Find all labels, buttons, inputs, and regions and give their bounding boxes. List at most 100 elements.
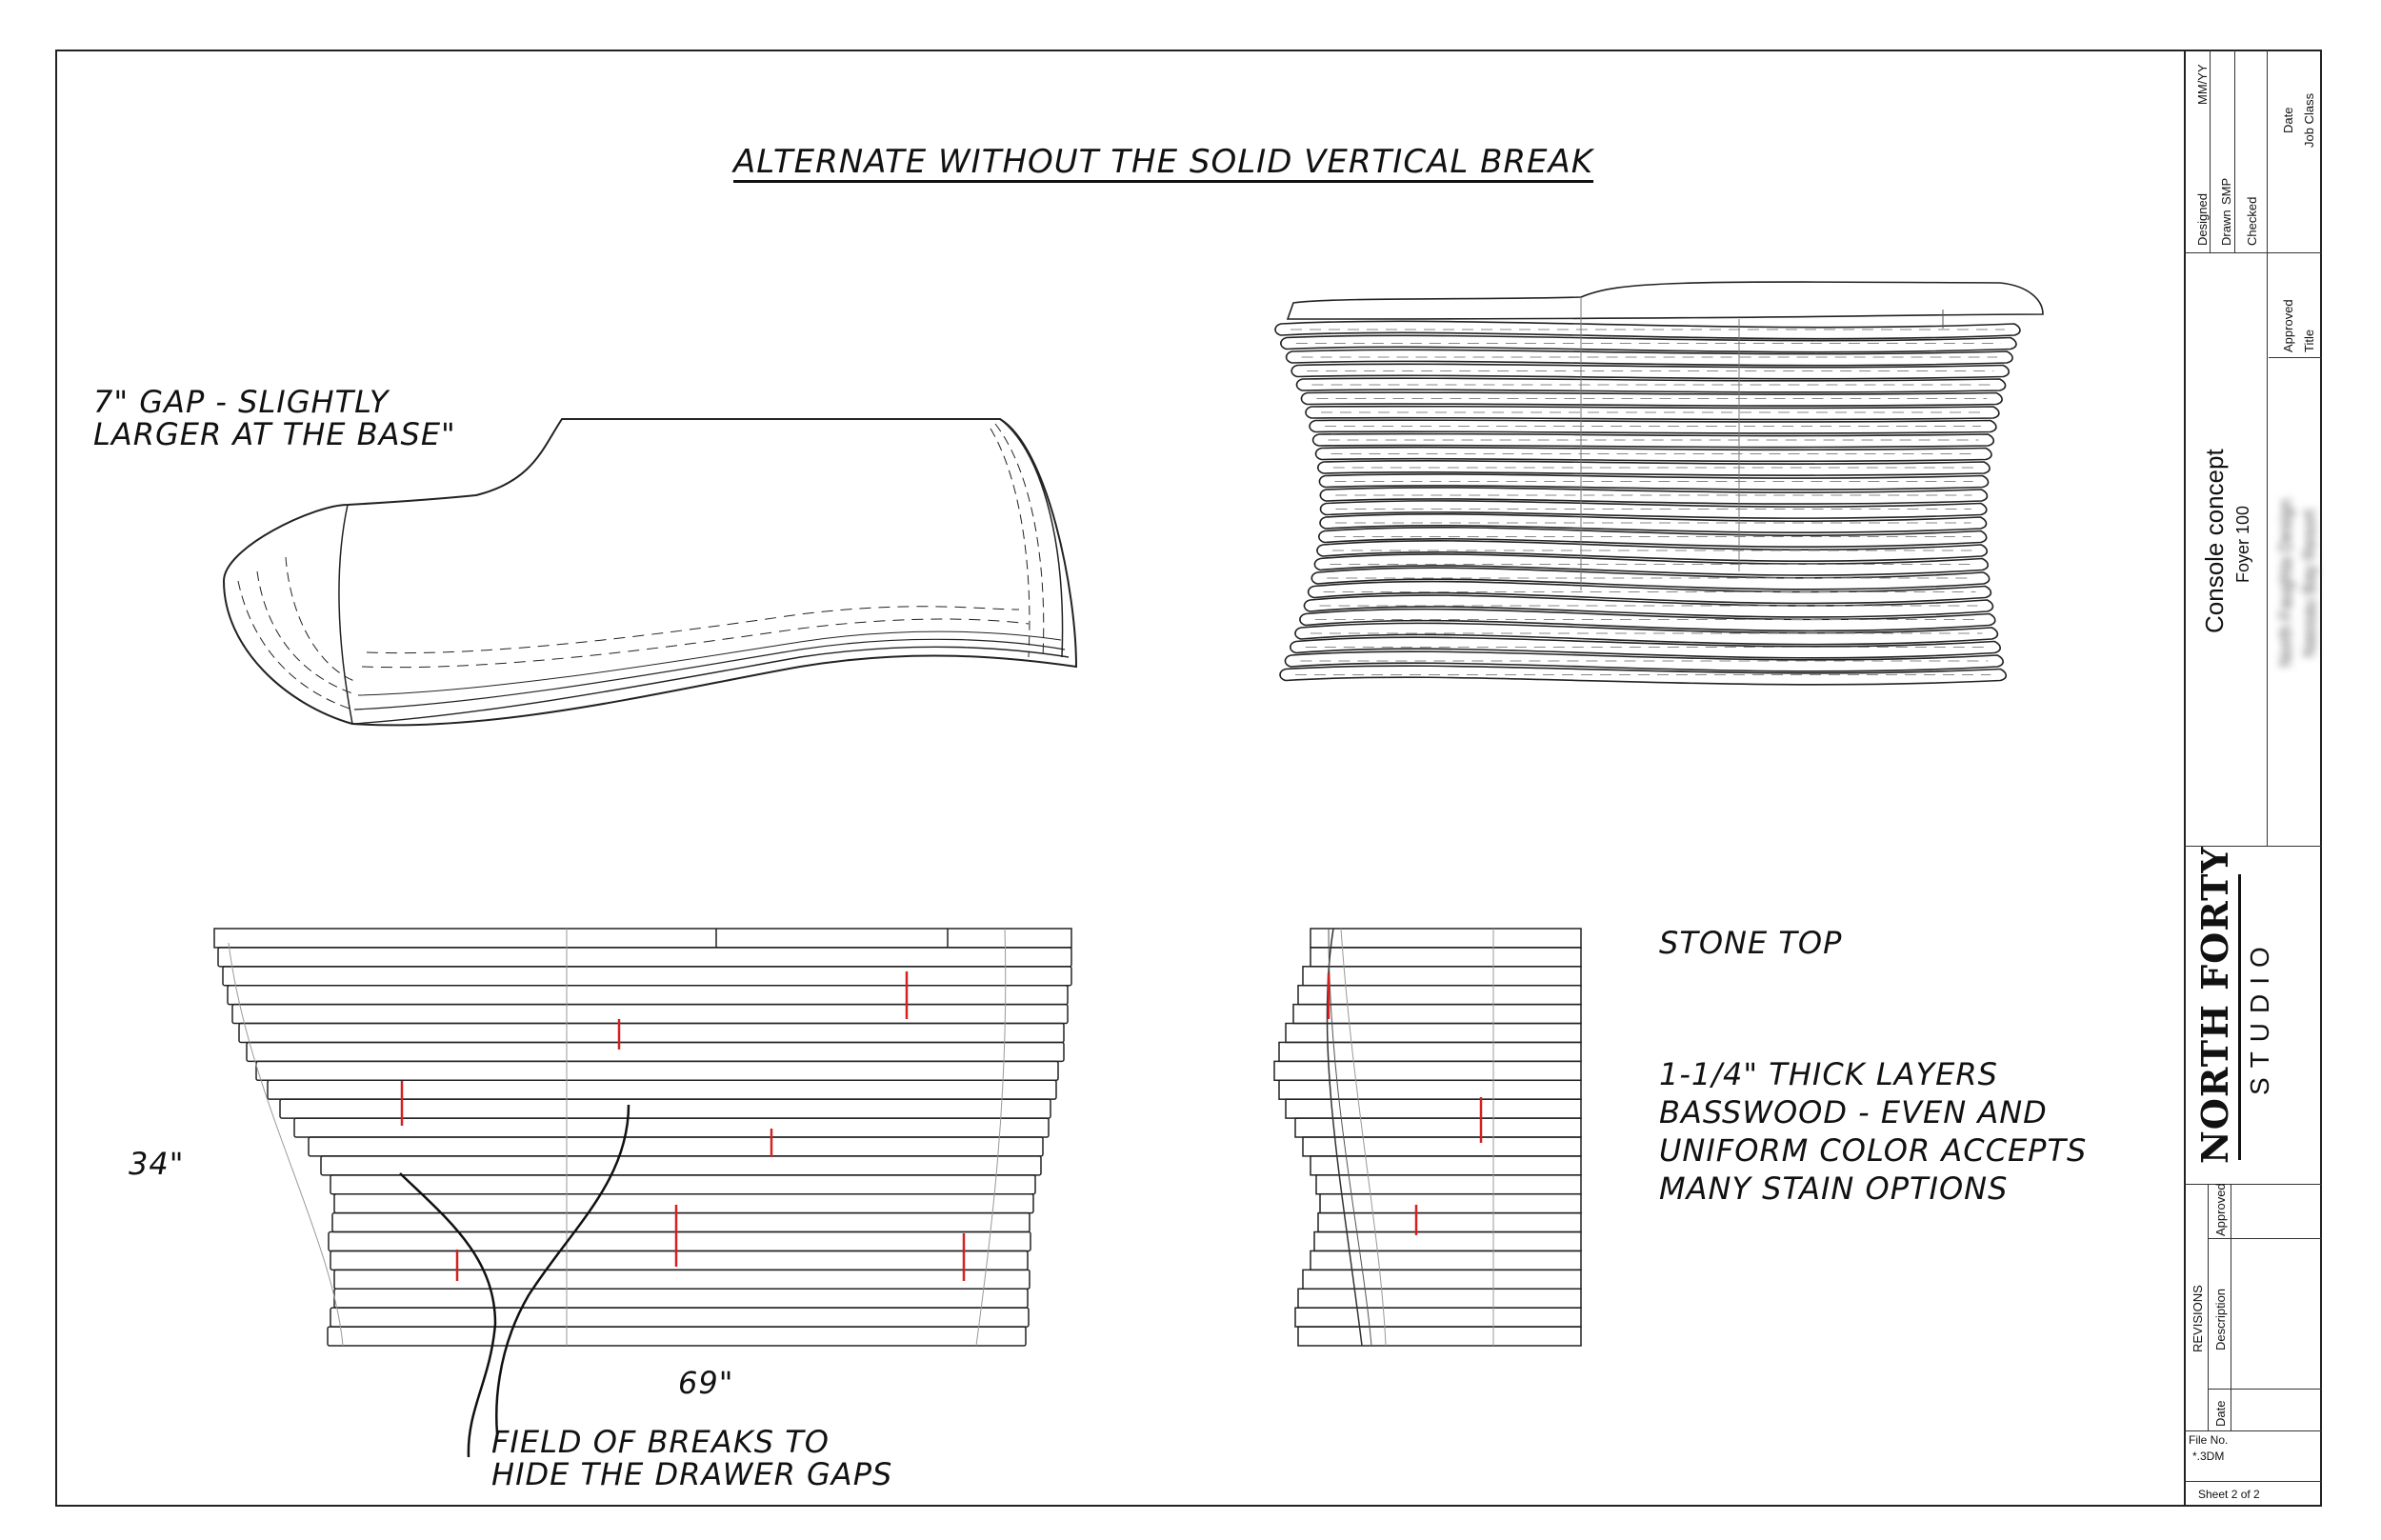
layer-side xyxy=(1310,928,1582,949)
layer-front xyxy=(333,1288,1029,1309)
layer-front xyxy=(308,1136,1044,1157)
checked-label: Checked xyxy=(2245,196,2259,246)
layer-side xyxy=(1310,1155,1582,1176)
layer-side xyxy=(1317,1211,1582,1233)
tb-divider xyxy=(2234,50,2235,252)
drawing-title: ALTERNATE WITHOUT THE SOLID VERTICAL BRE… xyxy=(733,143,1594,181)
layer-side xyxy=(1278,1079,1582,1100)
tb-divider xyxy=(2184,1430,2322,1431)
layer-side xyxy=(1294,1117,1582,1138)
layered-slice xyxy=(1305,405,2000,421)
tb-divider xyxy=(2267,50,2268,846)
tb-divider xyxy=(2210,50,2211,252)
layered-slice xyxy=(1319,513,1988,533)
layer-side xyxy=(1302,1269,1582,1290)
gap-note-line1: 7" GAP - SLIGHTLY xyxy=(93,384,390,420)
blurred-client-line2: Nassau Bay Resort xyxy=(2300,509,2319,657)
designed-date: MM/YY xyxy=(2195,64,2210,105)
revisions-label: REVISIONS xyxy=(2191,1285,2205,1352)
tb-divider xyxy=(2208,1184,2209,1430)
layered-slice xyxy=(1279,665,2008,686)
layered-slice xyxy=(1311,567,1991,590)
breaks-note-line1: FIELD OF BREAKS TO xyxy=(491,1424,830,1460)
stone-top-front xyxy=(213,928,1072,949)
layer-front xyxy=(328,1230,1031,1252)
rev-date-label: Date xyxy=(2213,1400,2228,1427)
layer-side xyxy=(1313,1230,1582,1252)
studio-logo-sub: STUDIO xyxy=(2245,937,2274,1095)
guide-line xyxy=(1340,928,1387,1347)
front-elevation xyxy=(213,928,1072,1347)
side-profile-line xyxy=(1328,928,1372,1347)
layered-slice xyxy=(1299,608,1996,632)
layer-side xyxy=(1297,984,1582,1006)
rev-approved-label: Approved xyxy=(2213,1183,2228,1236)
layered-slice xyxy=(1319,500,1988,519)
title-block xyxy=(2184,50,2322,1507)
layered-slice xyxy=(1307,580,1992,605)
layer-front xyxy=(279,1098,1051,1119)
layers-note-line3: UNIFORM COLOR ACCEPTS xyxy=(1659,1132,2088,1169)
perspective-layered-view xyxy=(1274,281,2044,686)
layer-front xyxy=(238,1022,1065,1044)
layered-slice xyxy=(1280,334,2017,353)
top-slab xyxy=(1286,281,2044,320)
layered-slice xyxy=(1284,650,2004,672)
layer-side xyxy=(1310,947,1582,968)
layers-note-line1: 1-1/4" THICK LAYERS xyxy=(1659,1056,1998,1092)
layer-side xyxy=(1319,1192,1582,1214)
layered-slice xyxy=(1274,320,2021,340)
layer-front xyxy=(293,1117,1050,1138)
title-label: Title xyxy=(2302,329,2316,352)
tb-divider xyxy=(2269,357,2322,358)
file-no-label: File No. xyxy=(2189,1433,2229,1447)
file-no-value: *.3DM xyxy=(2192,1450,2225,1463)
layer-front xyxy=(320,1155,1042,1176)
layer-side xyxy=(1273,1060,1582,1082)
layer-side xyxy=(1278,1041,1582,1063)
layered-slice xyxy=(1303,594,1994,618)
layered-slice xyxy=(1294,622,1999,646)
guide-line xyxy=(975,928,1007,1347)
layered-slice xyxy=(1317,460,1991,476)
guide-line xyxy=(228,942,344,1347)
approved-label: Approved xyxy=(2281,299,2295,352)
sheet-number: Sheet 2 of 2 xyxy=(2198,1488,2260,1501)
layer-front xyxy=(330,1250,1029,1271)
blurred-client-line1: North Faughta Design xyxy=(2276,498,2295,667)
breaks-note-line2: HIDE THE DRAWER GAPS xyxy=(491,1456,893,1492)
stone-top-note: STONE TOP xyxy=(1659,925,1843,961)
drawing-sheet xyxy=(55,50,2322,1507)
layer-side xyxy=(1285,1098,1582,1119)
drawn-label: Drawn xyxy=(2219,210,2233,246)
studio-logo-name: NORTH FORTY xyxy=(2193,846,2236,1164)
layer-front xyxy=(231,1003,1069,1025)
layer-side xyxy=(1285,1022,1582,1044)
rev-description-label: Description xyxy=(2213,1288,2228,1350)
layers-note-line4: MANY STAIN OPTIONS xyxy=(1659,1170,2009,1207)
job-class-label: Job Class xyxy=(2302,92,2316,148)
layered-slice xyxy=(1295,377,2007,393)
drawn-value: SMP xyxy=(2219,177,2233,205)
layer-front xyxy=(330,1174,1036,1195)
project-subtitle: Foyer 100 xyxy=(2233,505,2252,583)
tb-divider xyxy=(2184,1184,2322,1185)
layer-front xyxy=(331,1211,1030,1233)
tb-divider xyxy=(2184,252,2322,253)
layer-front xyxy=(255,1060,1059,1082)
layer-front xyxy=(217,947,1072,968)
designed-label: Designed xyxy=(2195,193,2210,246)
layer-front xyxy=(333,1269,1030,1290)
layer-front xyxy=(222,966,1072,987)
layer-side xyxy=(1294,1307,1582,1328)
layered-slice xyxy=(1285,349,2013,367)
layer-side xyxy=(1292,1003,1582,1025)
layered-slice xyxy=(1319,487,1989,505)
layer-side xyxy=(1297,1288,1582,1309)
perspective-gap-view xyxy=(222,418,1078,727)
tb-divider xyxy=(2184,1481,2322,1482)
height-dimension: 34" xyxy=(129,1146,185,1182)
layered-slice xyxy=(1314,446,1992,463)
logo-rule xyxy=(2238,874,2241,1160)
tb-divider xyxy=(2208,1389,2322,1390)
